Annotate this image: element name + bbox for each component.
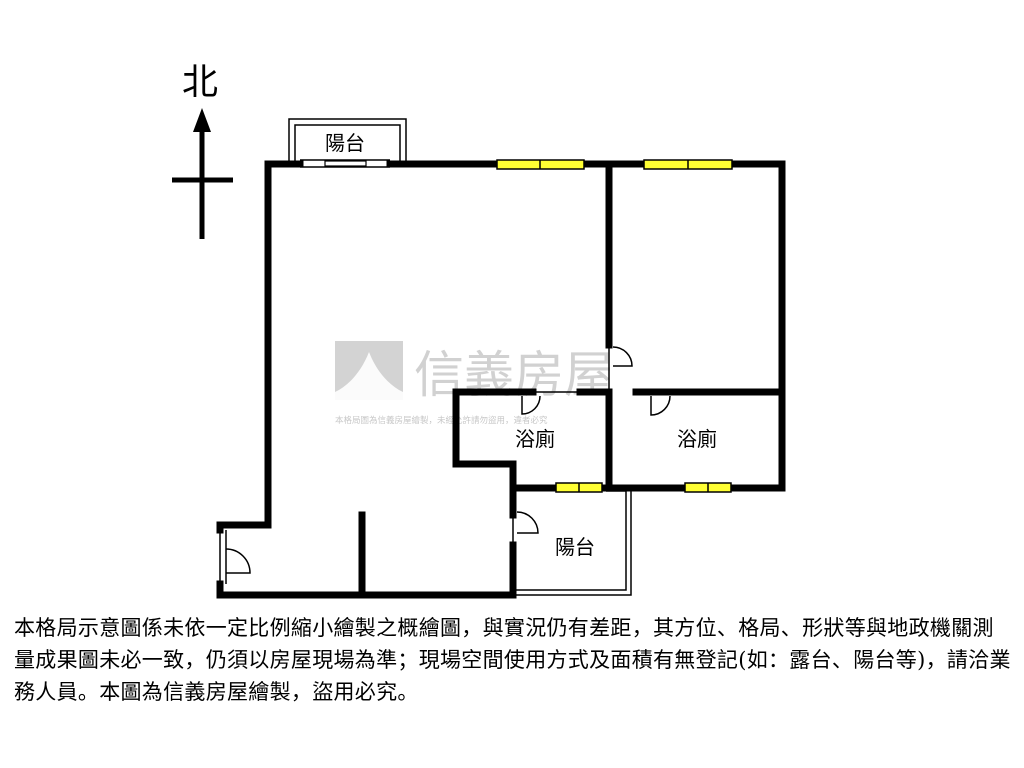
balcony-top: 陽台 (288, 118, 407, 162)
watermark-notice: 本格局圖為信義房屋繪製，未經允許請勿盜用，違者必究 (335, 415, 548, 426)
room-label-bathroom-left: 浴廁 (515, 427, 555, 451)
window-bath-left (555, 482, 603, 493)
disclaimer-text: 本格局示意圖係未依一定比例縮小繪製之概繪圖，與實況仍有差距，其方位、格局、形狀等… (14, 616, 1011, 704)
north-label: 北 (182, 62, 218, 103)
windows (496, 159, 733, 493)
doors (219, 345, 671, 584)
window-north-2 (643, 159, 733, 170)
window-north-1 (496, 159, 585, 170)
door-bathroom-left-icon (521, 391, 580, 415)
watermark: 信義房屋 本格局圖為信義房屋繪製，未經允許請勿盜用，違者必究 (335, 341, 614, 426)
room-label-balcony-bottom: 陽台 (555, 535, 595, 559)
north-arrow-icon (172, 108, 233, 239)
watermark-logo-icon (335, 341, 403, 400)
room-label-bathroom-right: 浴廁 (677, 427, 717, 451)
balcony-bottom: 陽台 (513, 485, 632, 596)
window-bath-right (684, 482, 732, 493)
door-entrance-icon (219, 530, 251, 584)
door-bedroom-icon (608, 345, 633, 392)
north-compass: 北 (172, 62, 233, 239)
door-bathroom-right-icon (636, 391, 671, 416)
room-label-balcony-top: 陽台 (325, 131, 365, 155)
door-balcony-icon (512, 511, 539, 545)
sliding-door (300, 159, 390, 168)
